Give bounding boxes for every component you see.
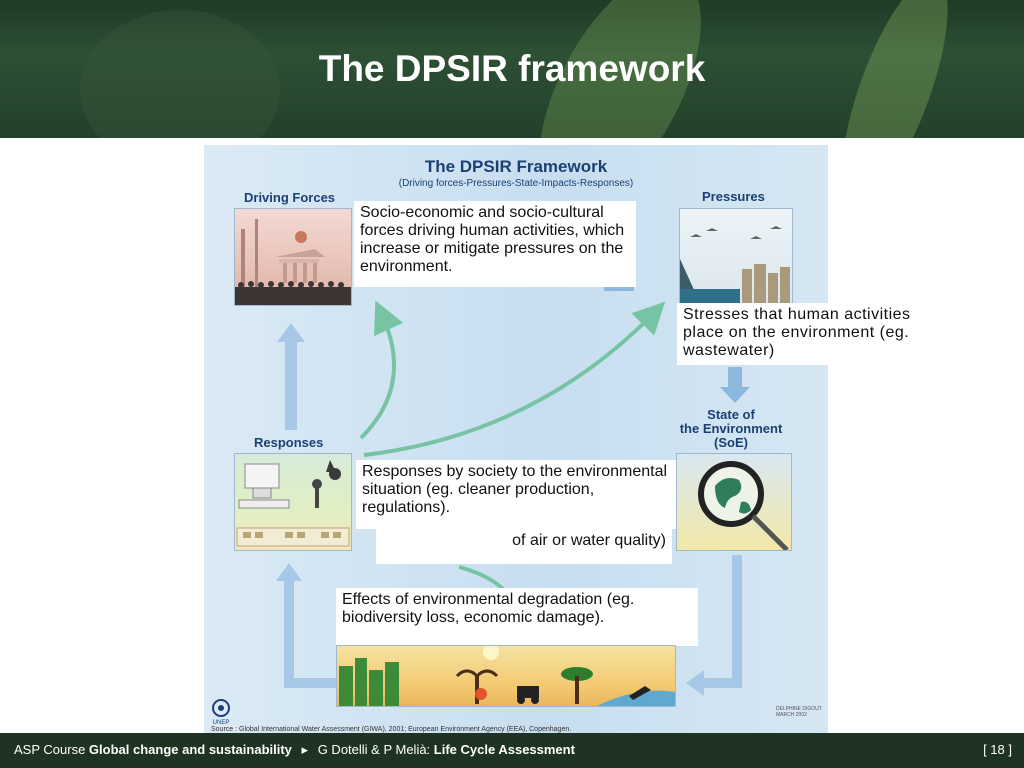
impacts-description: Effects of environmental degradation (eg… xyxy=(336,588,698,646)
slide-title: The DPSIR framework xyxy=(318,48,706,89)
arrow-impacts-to-responses xyxy=(276,563,302,581)
degraded-landscape-icon xyxy=(339,646,675,706)
pressures-description: Stresses that human activities place on … xyxy=(677,303,957,365)
arrow-to-impacts xyxy=(458,565,506,592)
state-label-line2: the Environment xyxy=(679,421,783,436)
course-prefix: ASP Course xyxy=(14,742,86,757)
driving-forces-illustration xyxy=(234,208,352,306)
separator-arrow-icon: ▸ xyxy=(301,742,309,757)
responses-label: Responses xyxy=(254,435,324,450)
page-number: [ 18 ] xyxy=(983,742,1012,757)
driving-forces-label: Driving Forces xyxy=(244,190,336,205)
people-crowd-icon xyxy=(235,219,351,305)
computer-lab-train-icon xyxy=(236,460,350,547)
course-name: Global change and sustainability xyxy=(88,742,292,757)
state-illustration xyxy=(676,453,792,551)
background-foliage xyxy=(80,10,280,138)
figure-subtitle: (Driving forces-Pressures-State-Impacts-… xyxy=(398,178,634,189)
state-label-line3: (SoE) xyxy=(714,435,748,450)
arrow-pressures-to-state xyxy=(720,387,750,403)
state-label: State of the Environment (SoE) xyxy=(676,408,786,450)
figure-source: Source : Global International Water Asse… xyxy=(211,726,572,733)
magnifying-glass-globe-icon xyxy=(698,461,789,550)
slide-footer: ASP Course Global change and sustainabil… xyxy=(0,733,1024,768)
pressures-illustration xyxy=(679,208,793,304)
state-description: of air or water quality) xyxy=(376,528,672,564)
slide-header: The DPSIR framework xyxy=(0,0,1024,138)
impacts-illustration xyxy=(336,645,676,707)
lecture-title: Life Cycle Assessment xyxy=(433,742,575,757)
unep-logo-text: UNEP xyxy=(212,720,230,726)
figure-title: The DPSIR Framework xyxy=(424,157,608,176)
arrow-responses-to-pressures xyxy=(363,301,666,457)
footer-course-info: ASP Course Global change and sustainabil… xyxy=(14,742,575,758)
figure-credit: DELPHINE DIGOUT MARCH 2002 xyxy=(776,706,822,718)
responses-description: Responses by society to the environmenta… xyxy=(356,460,676,529)
pressures-label: Pressures xyxy=(702,189,765,204)
authors: G Dotelli & P Melià: xyxy=(317,742,431,757)
un-emblem-icon xyxy=(212,699,230,717)
unep-logo: UNEP xyxy=(210,698,232,726)
dpsir-figure: The DPSIR Framework (Driving forces-Pres… xyxy=(204,145,957,733)
arrow-up-to-driving-forces xyxy=(277,323,305,342)
arrow-responses-to-driving-forces xyxy=(359,300,404,440)
driving-forces-description: Socio-economic and socio-cultural forces… xyxy=(354,201,636,287)
industry-pollution-icon xyxy=(680,226,790,303)
arrow-state-to-impacts xyxy=(686,670,704,696)
state-label-line1: State of xyxy=(707,407,755,422)
responses-illustration xyxy=(234,453,352,551)
